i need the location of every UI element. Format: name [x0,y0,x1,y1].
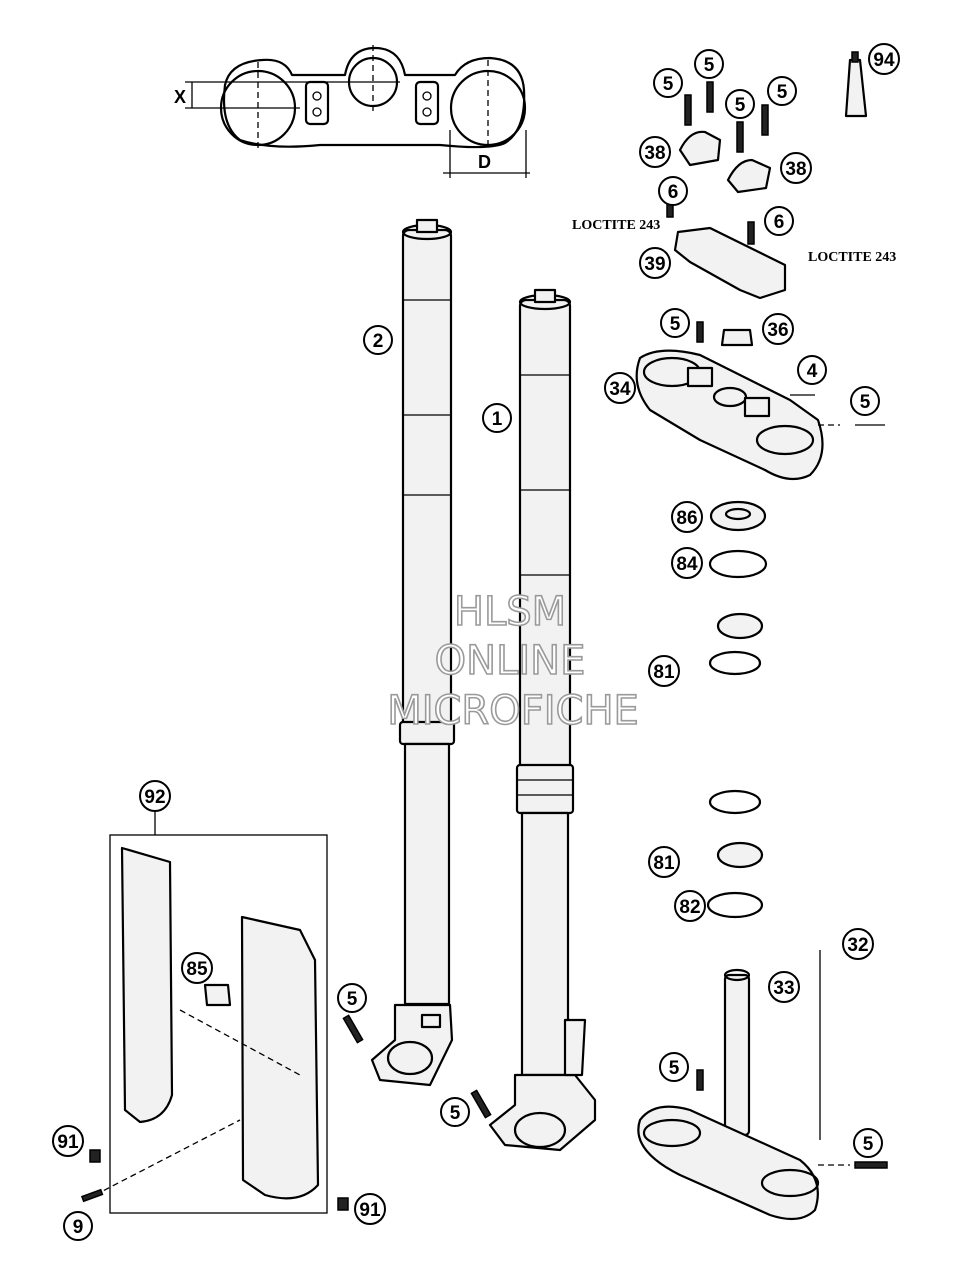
loctite-tube [844,51,868,118]
callout-5-b: 5 [694,49,724,79]
callout-33: 33 [768,971,800,1003]
svg-text:91: 91 [359,1200,381,1221]
callout-92: 92 [139,780,171,812]
svg-text:MICROFICHE: MICROFICHE [387,688,639,734]
callout-84: 84 [671,547,703,579]
callout-5-h: 5 [853,1128,883,1158]
dimension-x-label: X [174,87,186,107]
callout-9: 9 [63,1211,93,1241]
callout-38-a: 38 [639,136,671,168]
svg-text:5: 5 [450,1103,461,1124]
svg-text:81: 81 [653,853,675,874]
callout-5-j: 5 [440,1097,470,1127]
svg-text:84: 84 [676,554,698,575]
callout-5-f: 5 [850,386,880,416]
svg-text:92: 92 [144,787,165,808]
callout-32: 32 [842,928,874,960]
svg-text:5: 5 [863,1134,874,1155]
callout-94: 94 [868,43,900,75]
svg-text:5: 5 [735,95,746,116]
bolts-5-top [684,81,769,153]
lower-triple-clamp-32 [637,950,888,1221]
svg-text:82: 82 [679,897,700,918]
loctite-note-left: LOCTITE 243 [572,218,660,233]
callout-4: 4 [797,355,827,385]
callout-82: 82 [674,890,706,922]
svg-text:38: 38 [785,159,806,180]
callout-91-a: 91 [52,1125,84,1157]
fork-guard-group-92 [80,810,349,1214]
triple-clamp-top-view: X D [174,45,530,178]
svg-text:5: 5 [347,989,358,1010]
callout-91-b: 91 [354,1193,386,1225]
callout-5-d: 5 [767,76,797,106]
callout-86: 86 [671,501,703,533]
svg-text:2: 2 [373,331,384,352]
callout-81-b: 81 [648,846,680,878]
svg-text:94: 94 [873,50,895,71]
loctite-note-right: LOCTITE 243 [808,250,896,265]
callout-2: 2 [363,325,393,355]
svg-text:5: 5 [669,1058,680,1079]
callout-5-i: 5 [337,983,367,1013]
handlebar-clamps-38 [678,130,772,194]
svg-text:32: 32 [847,935,868,956]
svg-text:36: 36 [767,320,788,341]
callout-85: 85 [181,952,213,984]
callout-38-b: 38 [780,152,812,184]
svg-text:5: 5 [777,82,788,103]
callout-1: 1 [482,403,512,433]
svg-text:38: 38 [644,143,665,164]
svg-text:HLSM: HLSM [454,589,566,635]
svg-text:9: 9 [73,1217,84,1238]
svg-text:33: 33 [773,978,794,999]
svg-text:39: 39 [644,254,665,275]
fork-leg-2 [370,218,456,1087]
callout-5-e: 5 [660,308,690,338]
clamp-base-39 [666,194,787,300]
svg-text:85: 85 [186,959,208,980]
callout-81-a: 81 [648,655,680,687]
svg-text:91: 91 [57,1132,79,1153]
svg-text:34: 34 [609,379,631,400]
callout-5-c: 5 [725,89,755,119]
svg-text:ONLINE: ONLINE [435,638,586,684]
callout-36: 36 [762,313,794,345]
svg-text:6: 6 [668,182,679,203]
svg-text:1: 1 [492,409,503,430]
svg-text:5: 5 [704,55,715,76]
upper-triple-clamp-34 [635,321,885,481]
callout-6-a: 6 [658,176,688,206]
bottom-bolts-5 [342,1014,492,1119]
svg-text:81: 81 [653,662,675,683]
svg-text:5: 5 [663,74,674,95]
svg-text:4: 4 [807,361,818,382]
svg-text:86: 86 [676,508,697,529]
callout-34: 34 [604,372,636,404]
watermark: HLSM ONLINE MICROFICHE [386,588,639,735]
callout-6-b: 6 [764,206,794,236]
svg-text:6: 6 [774,212,785,233]
fork-leg-1 [488,288,597,1152]
dimension-d-label: D [478,152,491,172]
callout-5-g: 5 [659,1052,689,1082]
callout-5-a: 5 [653,68,683,98]
svg-text:5: 5 [670,314,681,335]
bearing-parts [706,500,768,919]
svg-text:5: 5 [860,392,871,413]
callout-39: 39 [639,247,671,279]
